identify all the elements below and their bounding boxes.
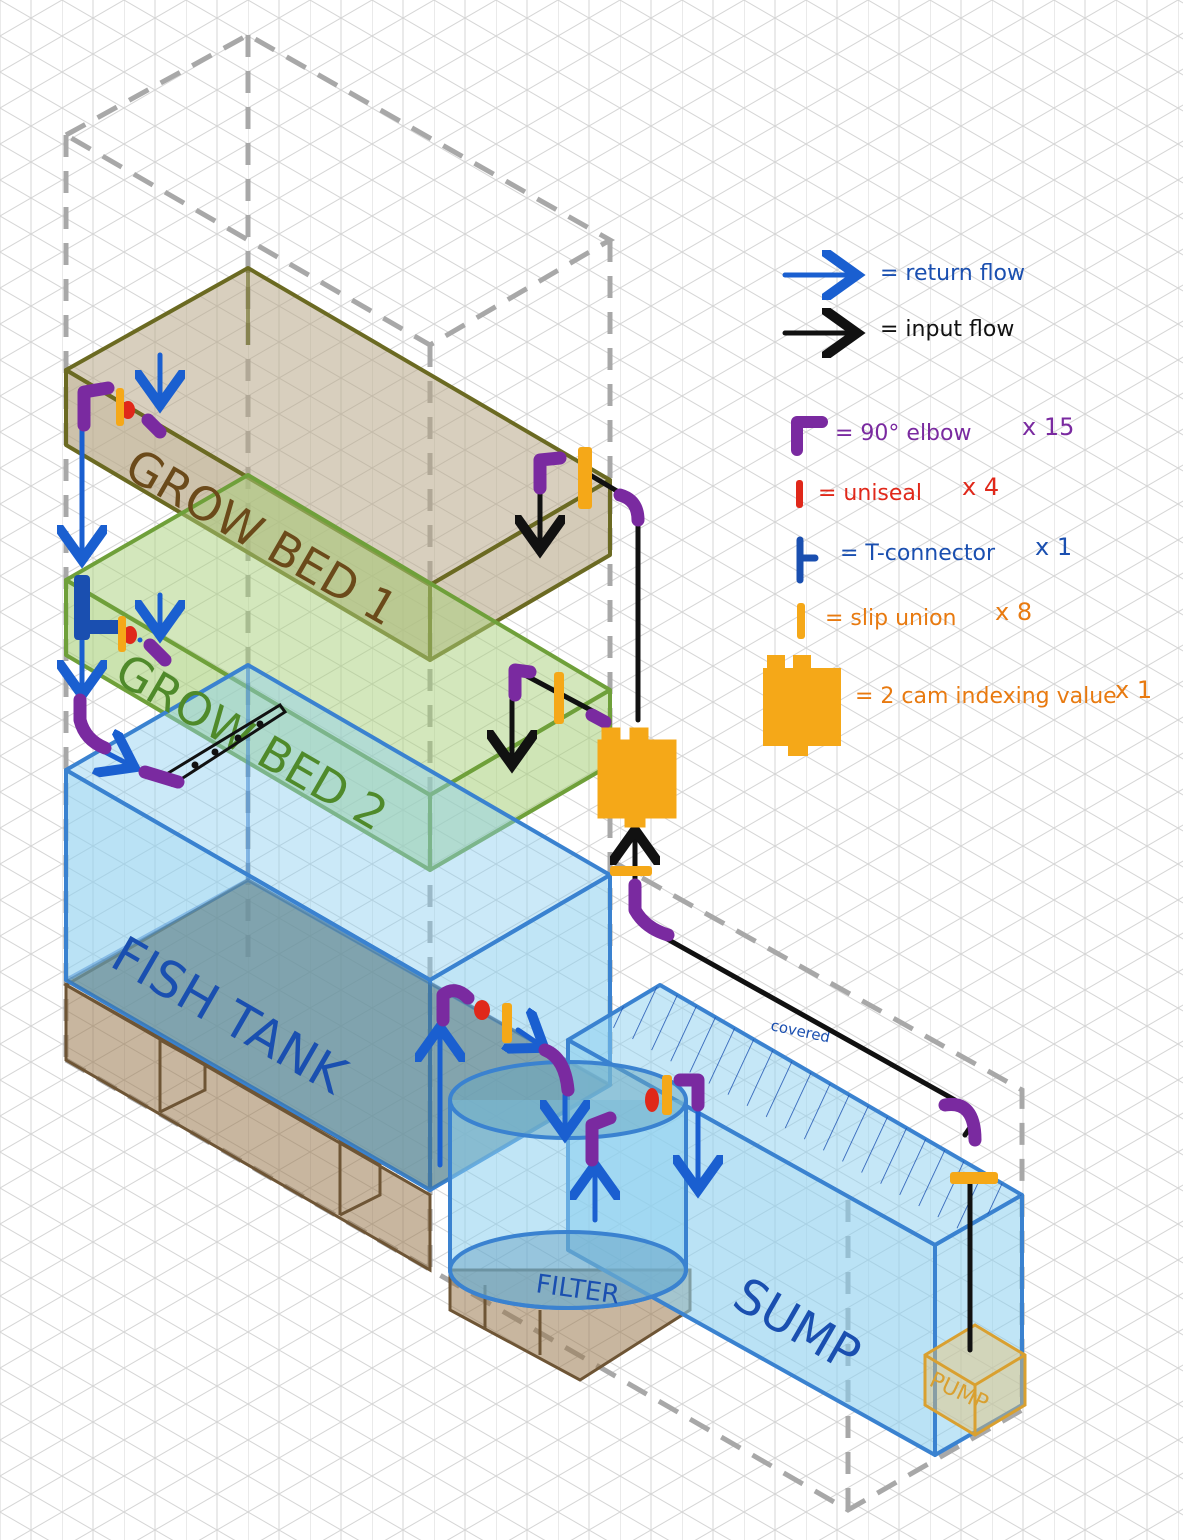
legend-slip-union-count: x 8: [995, 598, 1032, 626]
cam-indexing-valve: [598, 728, 676, 827]
uniseal-icon: [796, 480, 803, 508]
legend-t-connector-count: x 1: [1035, 533, 1072, 561]
legend-elbow-count: x 15: [1022, 413, 1074, 441]
legend-cam-valve-text: = 2 cam indexing value: [855, 684, 1117, 709]
cam-valve-icon: [763, 655, 841, 756]
legend-cam-valve-count: x 1: [1115, 676, 1152, 704]
legend-t-connector-text: = T-connector: [840, 541, 996, 566]
legend-return-flow-text: = return flow: [880, 261, 1025, 286]
legend-uniseal-text: = uniseal: [818, 481, 922, 506]
legend-slip-union-text: = slip union: [825, 606, 956, 631]
legend-uniseal-count: x 4: [962, 473, 999, 501]
legend-elbow-text: = 90° elbow: [835, 421, 971, 446]
slip-union-icon: [797, 603, 805, 639]
legend-input-flow-text: = input flow: [880, 317, 1014, 342]
